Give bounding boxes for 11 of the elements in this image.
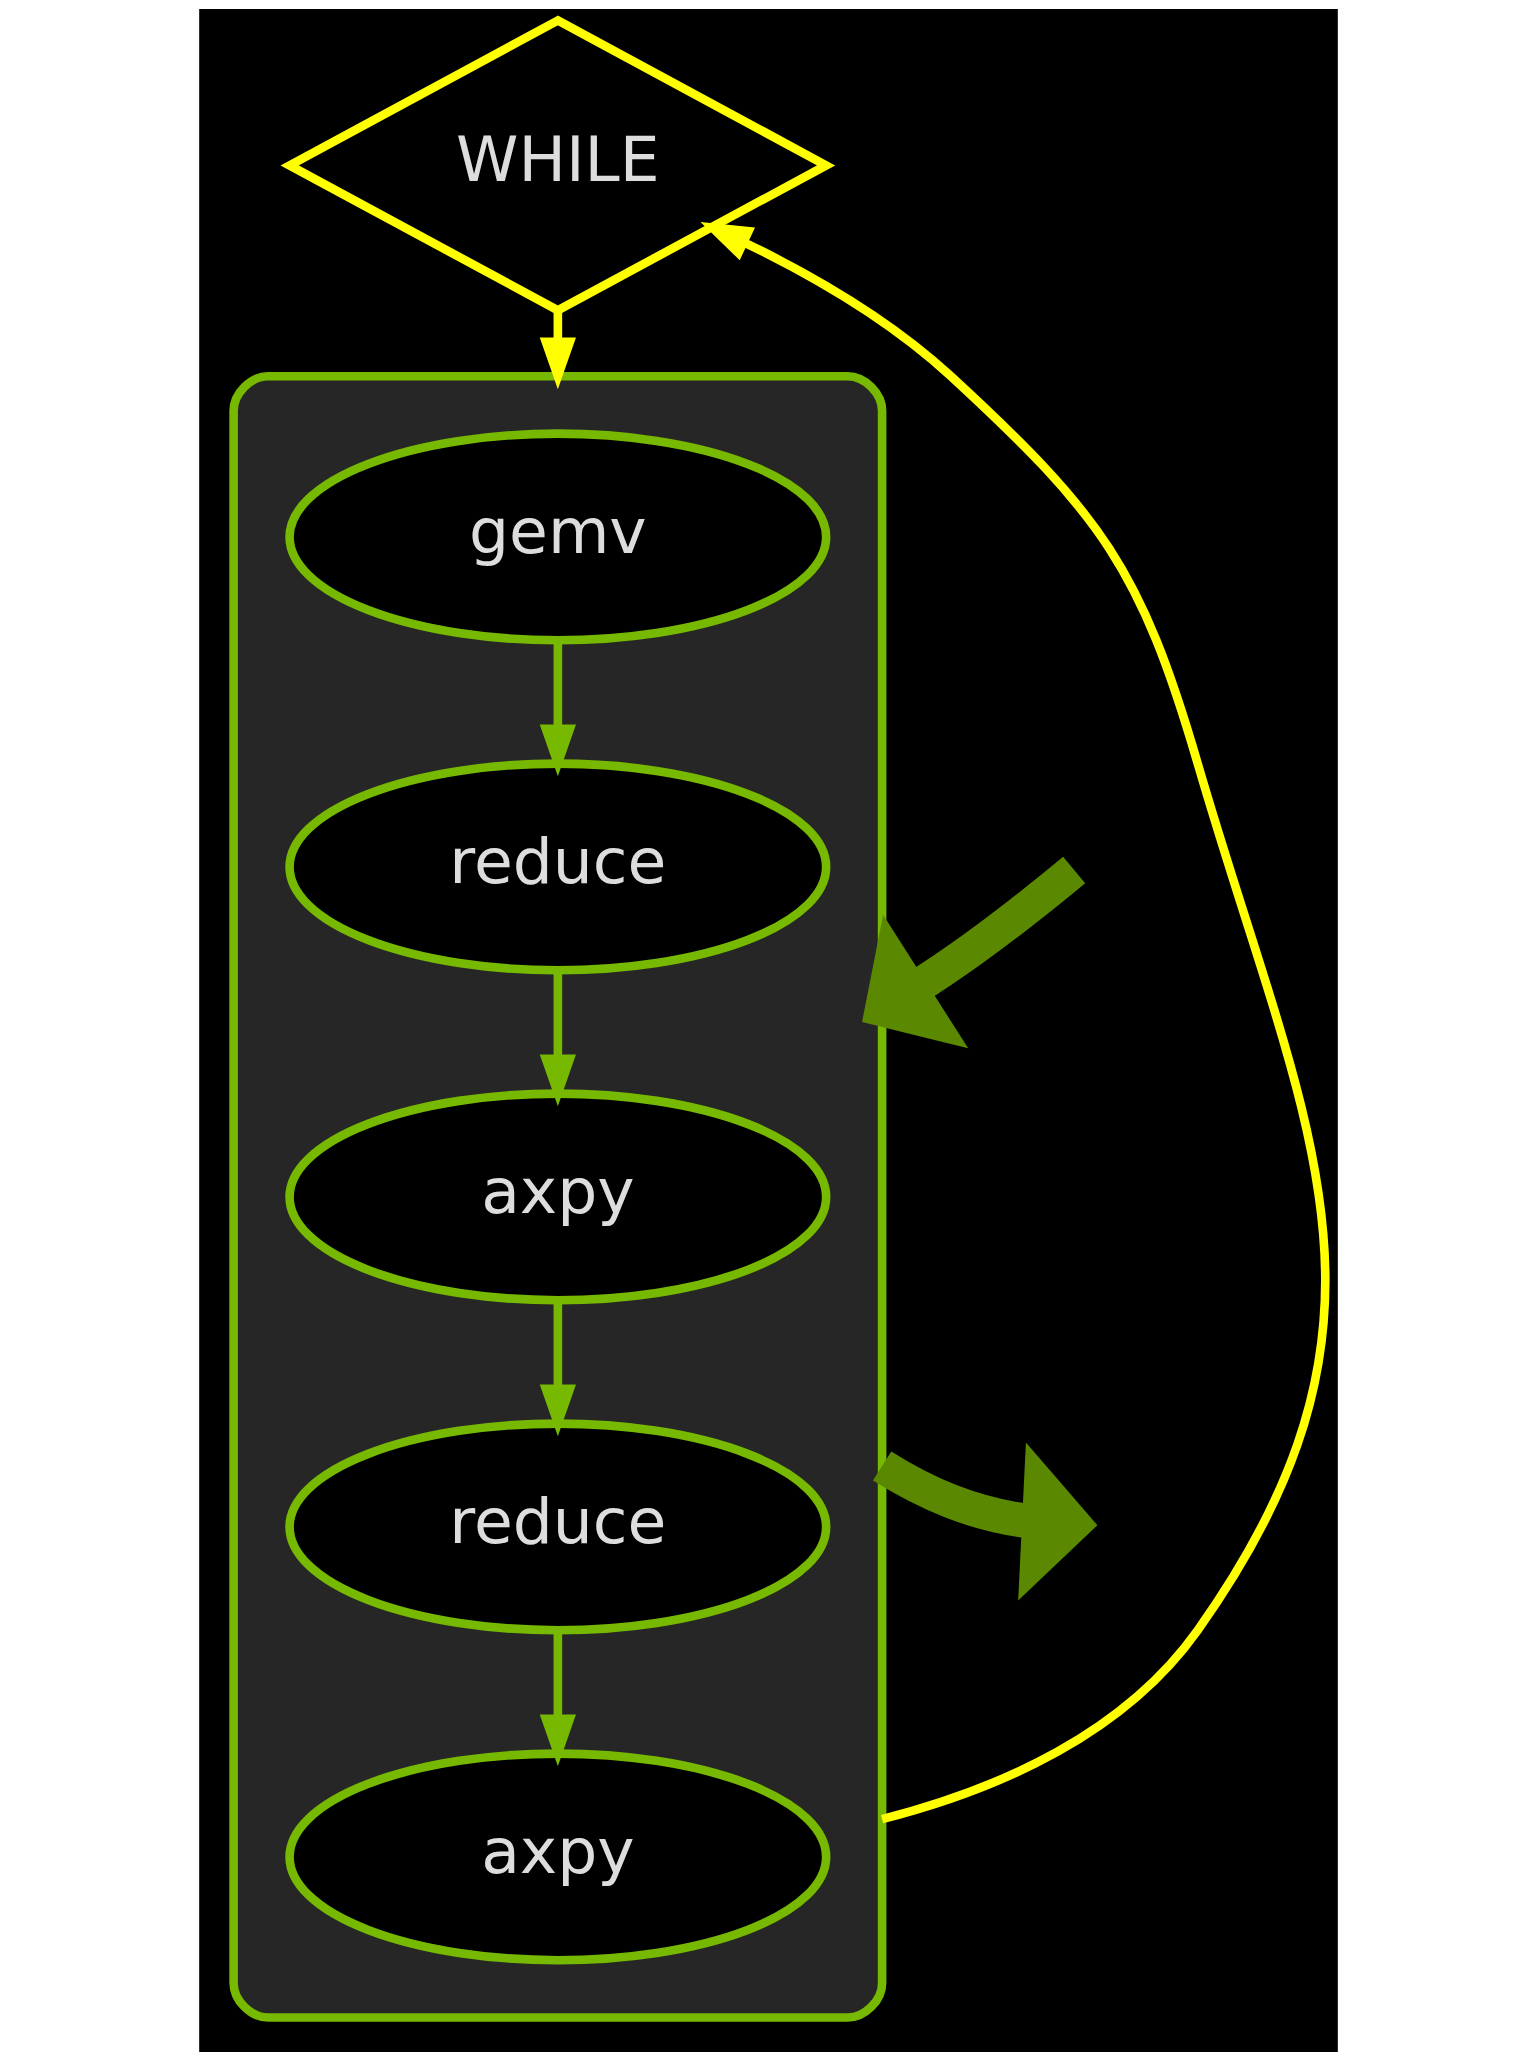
arrow xyxy=(872,1441,1097,1601)
node-ellipse: reduce xyxy=(284,758,830,975)
arrow xyxy=(861,856,1085,1048)
arrow xyxy=(699,221,1329,1823)
node-ellipse: axpy xyxy=(284,1748,830,1964)
node-ellipse: axpy xyxy=(284,1088,830,1305)
node-diamond: WHILE xyxy=(280,15,835,315)
arrow xyxy=(539,310,576,389)
cluster xyxy=(228,371,886,2022)
node-ellipse: reduce xyxy=(284,1418,830,1634)
node-ellipse: gemv xyxy=(284,428,830,645)
